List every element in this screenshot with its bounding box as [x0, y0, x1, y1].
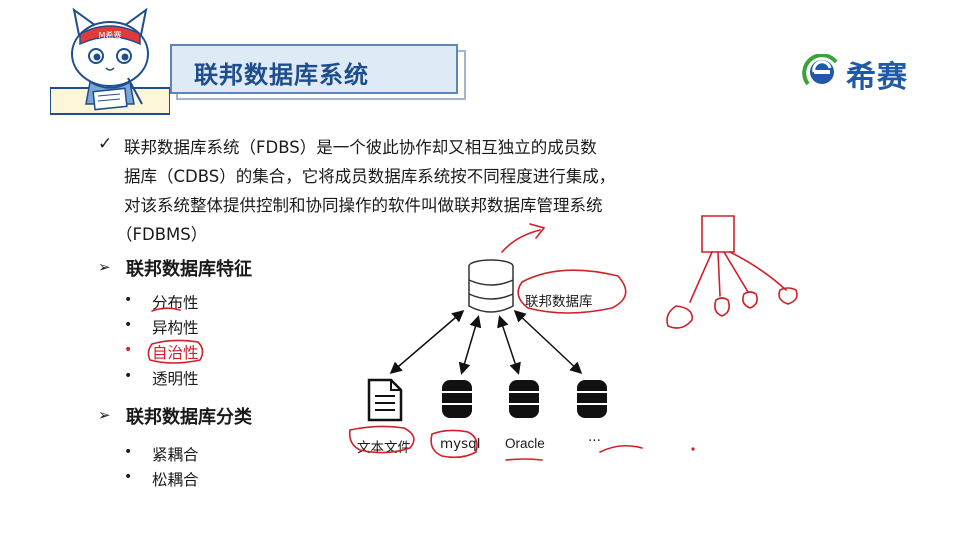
node-label: mysql: [440, 436, 481, 452]
bullet-dot-icon: •: [124, 469, 133, 485]
node-label: Oracle: [505, 436, 545, 451]
mascot-cat-illustration: M希赛: [50, 7, 170, 115]
node-label: ···: [588, 433, 601, 449]
category-item: 松耦合: [152, 471, 199, 489]
node-label: 文本文件: [357, 440, 411, 456]
title-banner: 联邦数据库系统: [170, 44, 466, 100]
intro-line-4: （FDBMS）: [116, 225, 208, 244]
bullet-dot-icon: •: [124, 342, 133, 358]
arrow-bullet-icon: ➢: [98, 258, 111, 276]
database-icon: [442, 380, 472, 418]
database-icon: [509, 380, 539, 418]
title-banner-panel: 联邦数据库系统: [170, 44, 458, 94]
bullet-dot-icon: •: [124, 368, 133, 384]
features-heading: 联邦数据库特征: [126, 259, 252, 280]
federated-database-icon: [468, 259, 514, 313]
logo-e-icon: [802, 54, 838, 86]
document-icon: [367, 378, 403, 422]
category-item: 紧耦合: [152, 446, 199, 464]
intro-line-2: 据库（CDBS）的集合，它将成员数据库系统按不同程度进行集成，: [124, 167, 616, 186]
intro-line-3: 对该系统整体提供控制和协同操作的软件叫做联邦数据库管理系统: [124, 196, 603, 215]
intro-line-1: 联邦数据库系统（FDBS）是一个彼此协作却又相互独立的成员数: [124, 138, 597, 157]
federated-database-label: 联邦数据库: [525, 294, 593, 310]
bullet-dot-icon: •: [124, 292, 133, 308]
categories-heading: 联邦数据库分类: [126, 407, 252, 428]
brand-logo: 希赛: [802, 50, 932, 95]
feature-item: 透明性: [152, 370, 199, 388]
feature-item: 异构性: [152, 319, 199, 337]
bullet-dot-icon: •: [124, 317, 133, 333]
logo-text: 希赛: [846, 60, 908, 95]
mascot-headband-text: M希赛: [99, 30, 122, 40]
check-icon: ✓: [98, 134, 113, 154]
arrow-bullet-icon: ➢: [98, 406, 111, 424]
database-icon: [577, 380, 607, 418]
bullet-dot-icon: •: [124, 444, 133, 460]
page-title: 联邦数据库系统: [194, 61, 369, 89]
